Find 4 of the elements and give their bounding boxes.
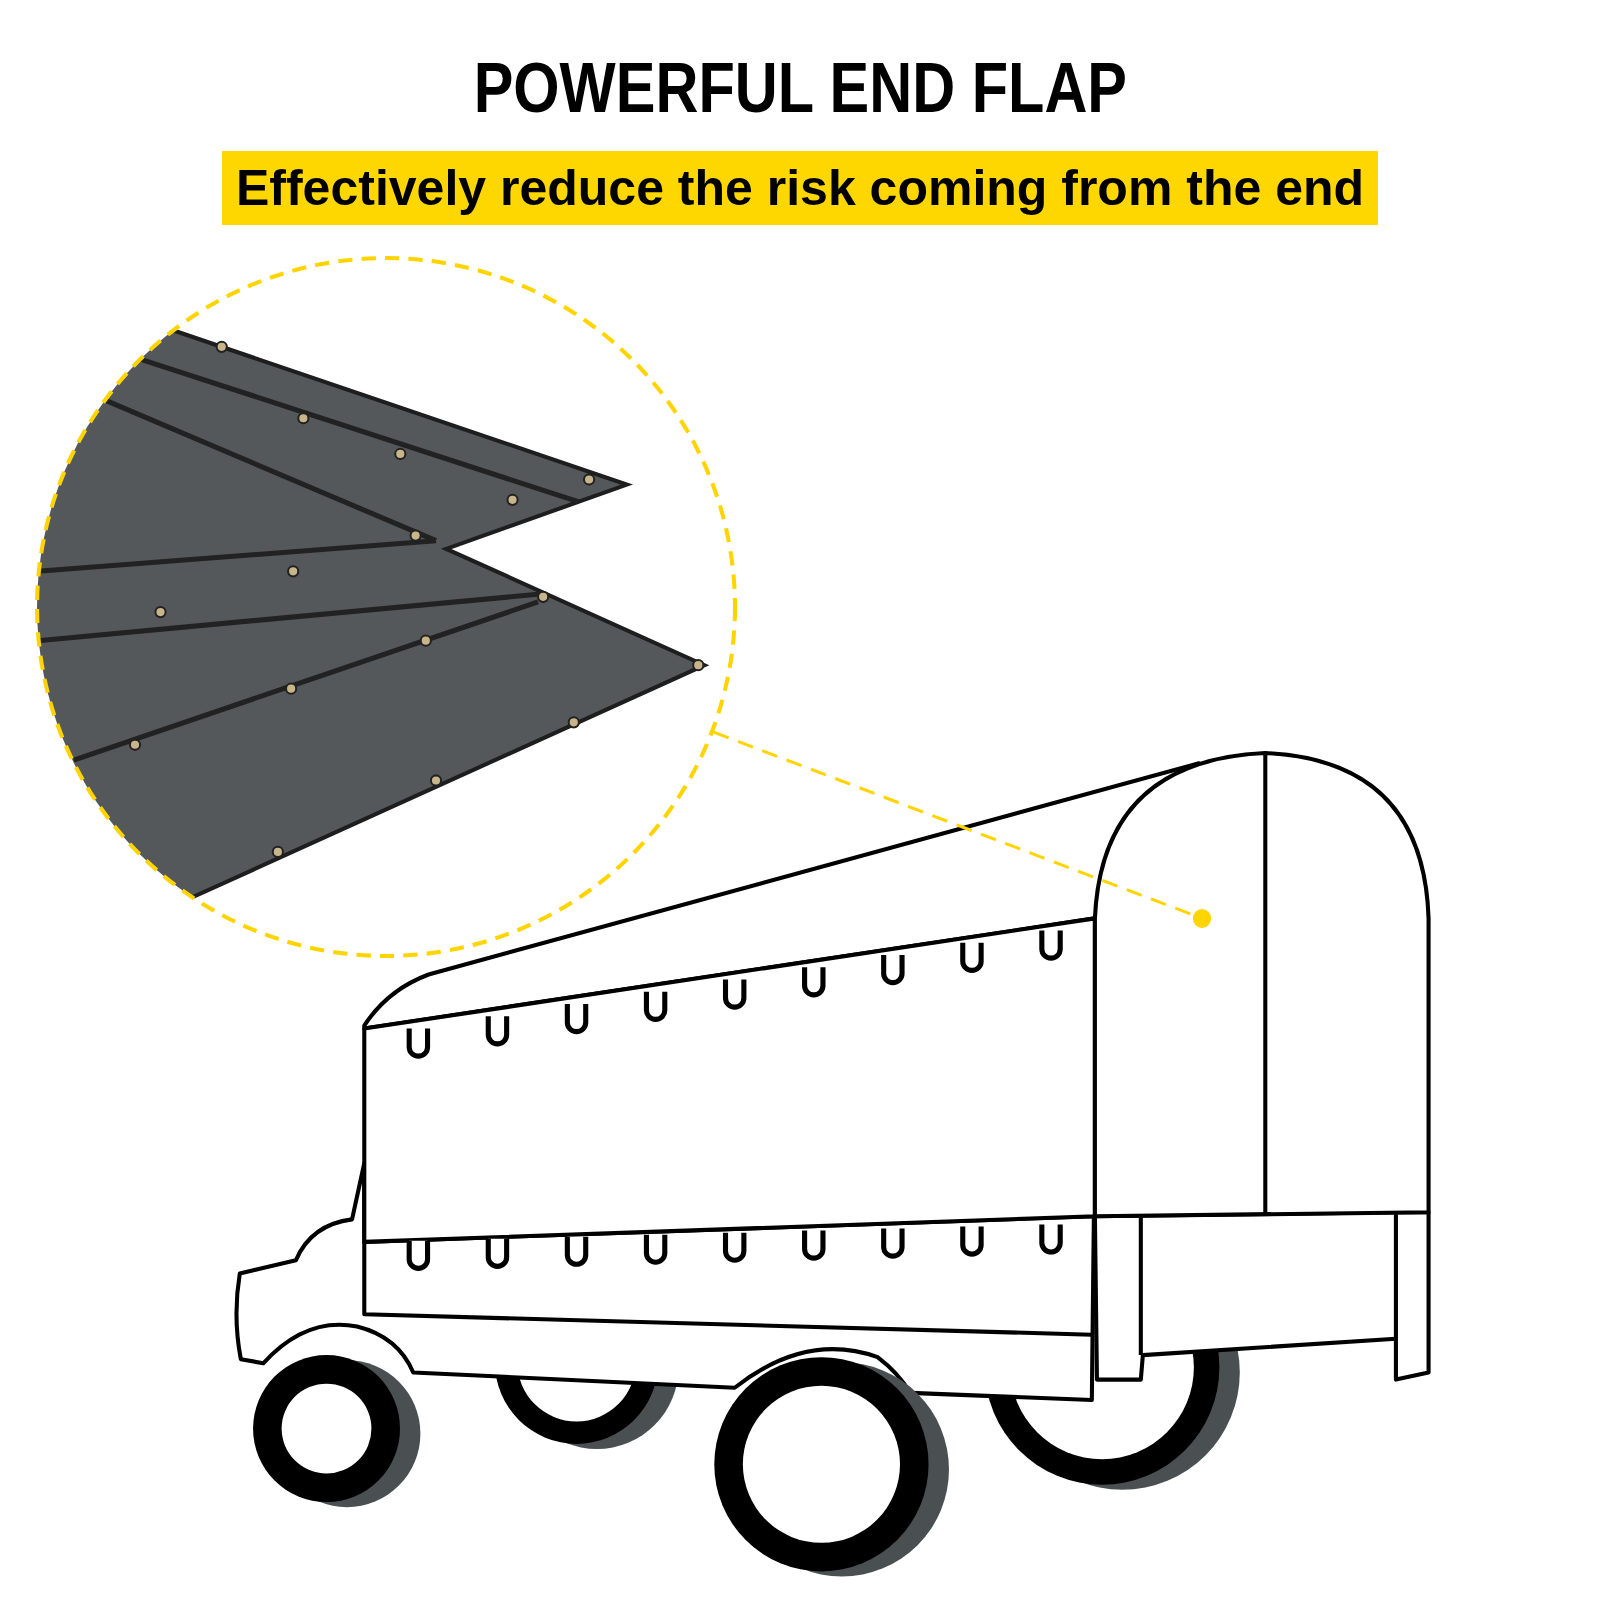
tarp-drawing	[34, 256, 737, 959]
title: POWERFUL END FLAP	[473, 48, 1127, 128]
subtitle-banner: Effectively reduce the risk coming from the end	[221, 151, 1379, 225]
leader-line	[713, 730, 1194, 917]
